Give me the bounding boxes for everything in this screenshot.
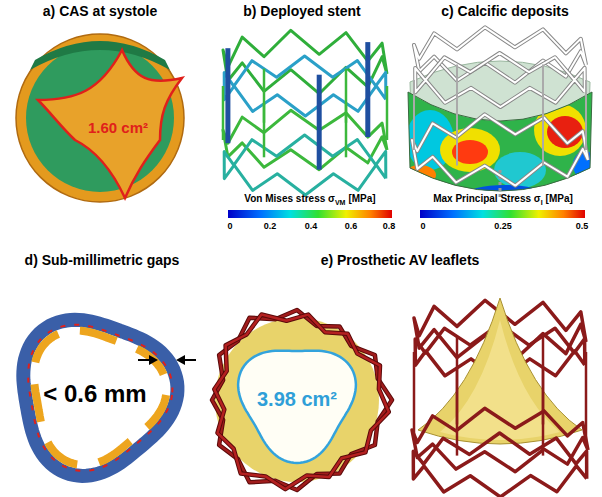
label-group: c) Calcific deposits bbox=[441, 3, 569, 19]
stent-trace bbox=[28, 325, 172, 471]
stent-crown bbox=[224, 56, 386, 116]
panel-title: d) Sub-millimetric gaps bbox=[25, 252, 180, 268]
stent-strut bbox=[585, 80, 587, 150]
stent-strut bbox=[456, 64, 458, 134]
stent-strut bbox=[413, 80, 415, 150]
stent-strut bbox=[542, 64, 544, 134]
label-group: 3.98 cm² bbox=[257, 388, 337, 411]
label-group: 0.25 bbox=[494, 221, 512, 231]
stent-strut bbox=[456, 336, 459, 424]
colorbar-title: [MPa] bbox=[348, 193, 375, 204]
label-group: 0 bbox=[227, 221, 232, 231]
label-group: 0.8 bbox=[383, 221, 396, 231]
colorbar-tick: 0 bbox=[227, 221, 232, 231]
label-group: 1.60 cm² bbox=[88, 119, 148, 136]
panel-title: e) Prosthetic AV leaflets bbox=[321, 252, 480, 268]
calcified-leaflets bbox=[404, 61, 597, 205]
stent-crown bbox=[212, 310, 392, 490]
colorbar-tick: 0.5 bbox=[576, 221, 589, 231]
stent-strut bbox=[263, 69, 266, 123]
stent-crown bbox=[412, 408, 588, 471]
stent-strut bbox=[345, 69, 348, 123]
stent-crown bbox=[412, 114, 588, 185]
label-group: 0.4 bbox=[305, 221, 318, 231]
stent-crown bbox=[224, 135, 386, 195]
stent-strut bbox=[365, 42, 370, 137]
stent-crown bbox=[223, 30, 387, 93]
stent-strut bbox=[585, 352, 588, 440]
subscript: I bbox=[541, 199, 543, 206]
stent-frame bbox=[223, 30, 387, 195]
stent-crown bbox=[214, 315, 388, 490]
colorbar bbox=[420, 210, 585, 218]
stent-crown bbox=[415, 53, 585, 107]
stent-crown bbox=[212, 310, 392, 490]
label-group: Von Mises stress σVM[MPa] bbox=[244, 193, 375, 207]
prosthetic-valve-top bbox=[212, 310, 392, 490]
stent-strut bbox=[542, 336, 545, 424]
stent-strut bbox=[413, 352, 416, 440]
native-leaflet bbox=[34, 331, 167, 466]
subscript: VM bbox=[335, 199, 346, 206]
stent-strut bbox=[386, 86, 389, 140]
aortic-valve-view bbox=[16, 34, 184, 202]
leaflet-highlight bbox=[440, 320, 560, 440]
stent-strut bbox=[317, 75, 322, 170]
panel-title: c) Calcific deposits bbox=[441, 3, 569, 19]
area-value: 3.98 cm² bbox=[257, 388, 337, 410]
label-group: b) Deployed stent bbox=[243, 3, 360, 19]
colorbar-title: [MPa] bbox=[546, 193, 573, 204]
valve-orifice bbox=[238, 351, 356, 463]
colorbar-tick: 0 bbox=[420, 221, 425, 231]
panel-title: b) Deployed stent bbox=[243, 3, 360, 19]
label-group: d) Sub-millimetric gaps bbox=[25, 252, 180, 268]
gap-arrows bbox=[138, 355, 196, 365]
stent-crown bbox=[223, 110, 387, 169]
colorbar-tick: 0.6 bbox=[345, 221, 358, 231]
colorbar-title: Von Mises stress σ bbox=[244, 193, 335, 204]
colorbar-tick: 0.4 bbox=[305, 221, 318, 231]
stent-crown bbox=[214, 315, 388, 490]
label-group: 0 bbox=[420, 221, 425, 231]
gap-ring bbox=[23, 320, 177, 476]
label-group: < 0.6 mm bbox=[43, 380, 146, 408]
label-group: e) Prosthetic AV leaflets bbox=[321, 252, 480, 268]
panel-title: a) CAS at systole bbox=[43, 3, 157, 19]
colorbar-tick: 0.2 bbox=[264, 221, 277, 231]
stent-strut bbox=[222, 86, 225, 140]
stent-crown bbox=[415, 53, 585, 107]
stent-crown bbox=[413, 433, 586, 497]
label-group: Max Principal Stress σI[MPa] bbox=[433, 193, 573, 207]
area-value: 1.60 cm² bbox=[88, 119, 148, 136]
prosthetic-valve-side bbox=[412, 298, 588, 497]
colorbar bbox=[228, 210, 392, 218]
colorbar-tick: 0.8 bbox=[383, 221, 396, 231]
label-group: a) CAS at systole bbox=[43, 3, 157, 19]
colorbar-tick: 0.25 bbox=[494, 221, 512, 231]
label-group: 0.2 bbox=[264, 221, 277, 231]
stent-strut bbox=[225, 48, 230, 143]
stent-crown bbox=[412, 114, 588, 185]
stent-frame bbox=[412, 27, 588, 185]
aortic-wall bbox=[23, 320, 177, 476]
label-group: 0.6 bbox=[345, 221, 358, 231]
colorbar-title: Max Principal Stress σ bbox=[433, 193, 540, 204]
label-group: 0.5 bbox=[576, 221, 589, 231]
gap-value: < 0.6 mm bbox=[43, 380, 146, 407]
